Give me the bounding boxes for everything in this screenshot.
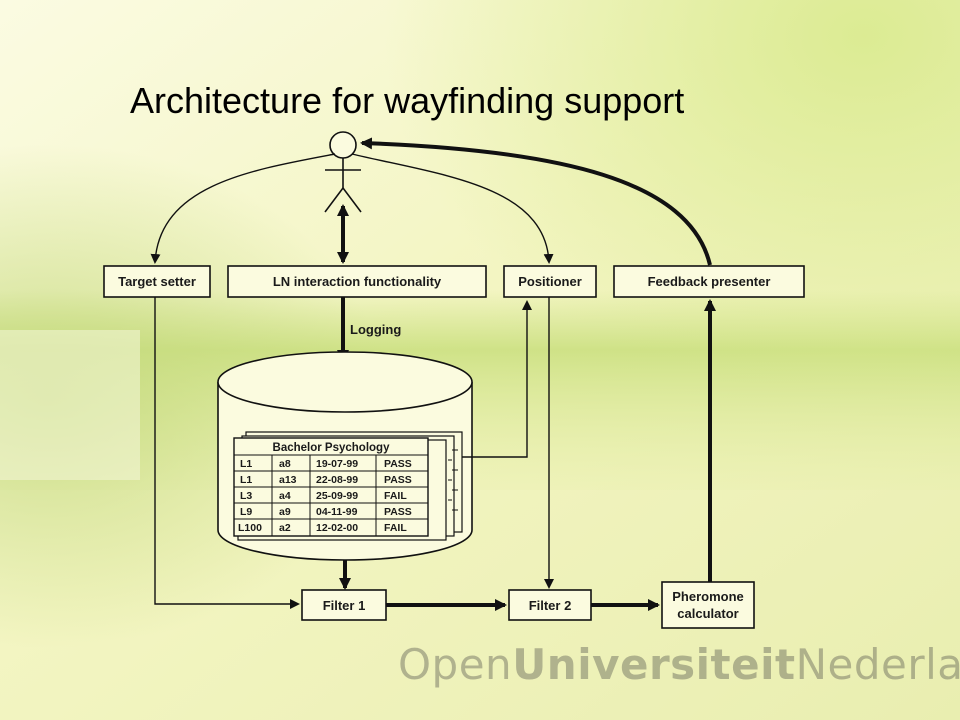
svg-text:Filter 1: Filter 1 xyxy=(323,598,366,613)
svg-text:Positioner: Positioner xyxy=(518,274,582,289)
svg-text:FAIL: FAIL xyxy=(384,522,407,534)
table-row: L1 a8 19-07-99 PASS xyxy=(240,458,412,470)
filter1-box: Filter 1 xyxy=(301,589,387,621)
svg-text:PASS: PASS xyxy=(384,458,412,470)
slide-title: Architecture for wayfinding support xyxy=(130,80,685,121)
table-row: L9 a9 04-11-99 PASS xyxy=(240,506,412,518)
arrow-user-to-target-setter xyxy=(150,153,336,264)
svg-text:25-09-99: 25-09-99 xyxy=(316,490,358,502)
sheet-edge-marks xyxy=(448,449,458,511)
svg-text:Feedback presenter: Feedback presenter xyxy=(648,274,771,289)
open-universiteit-logo: OpenUniversiteitNederland xyxy=(398,640,960,689)
user-actor-icon xyxy=(324,131,362,213)
svg-text:a8: a8 xyxy=(279,458,291,470)
svg-text:PASS: PASS xyxy=(384,474,412,486)
svg-text:L9: L9 xyxy=(240,506,252,518)
svg-text:L100: L100 xyxy=(238,522,262,534)
svg-text:FAIL: FAIL xyxy=(384,490,407,502)
target-setter-box: Target setter xyxy=(103,265,211,298)
svg-text:L3: L3 xyxy=(240,490,252,502)
svg-text:L1: L1 xyxy=(240,458,252,470)
table-title: Bachelor Psychology xyxy=(273,442,391,454)
svg-text:Pheromone: Pheromone xyxy=(672,589,744,604)
svg-text:12-02-00: 12-02-00 xyxy=(316,522,358,534)
svg-text:L1: L1 xyxy=(240,474,252,486)
pheromone-calculator-box: Pheromone calculator xyxy=(661,581,755,629)
arrow-feedback-to-user xyxy=(360,137,712,266)
svg-text:19-07-99: 19-07-99 xyxy=(316,458,358,470)
svg-text:22-08-99: 22-08-99 xyxy=(316,474,358,486)
feedback-presenter-box: Feedback presenter xyxy=(613,265,805,298)
bachelor-psychology-table: Bachelor Psychology L1 a8 19-07-99 PASS … xyxy=(233,437,429,537)
svg-text:04-11-99: 04-11-99 xyxy=(316,506,358,518)
positioner-box: Positioner xyxy=(503,265,597,298)
svg-text:a9: a9 xyxy=(279,506,291,518)
ln-interaction-box: LN interaction functionality xyxy=(227,265,487,298)
logging-label: Logging xyxy=(350,322,401,337)
arrow-database-to-positioner xyxy=(462,300,532,458)
filter2-box: Filter 2 xyxy=(508,589,592,621)
svg-text:Target setter: Target setter xyxy=(118,274,196,289)
arrow-target-setter-to-filter1 xyxy=(154,297,300,609)
svg-text:a2: a2 xyxy=(279,522,291,534)
table-row: L100 a2 12-02-00 FAIL xyxy=(238,522,407,534)
svg-text:a13: a13 xyxy=(279,474,297,486)
arrow-user-to-positioner xyxy=(351,153,554,264)
svg-text:PASS: PASS xyxy=(384,506,412,518)
svg-text:Filter 2: Filter 2 xyxy=(529,598,572,613)
table-row: L3 a4 25-09-99 FAIL xyxy=(240,490,407,502)
svg-text:a4: a4 xyxy=(279,490,291,502)
svg-text:LN interaction functionality: LN interaction functionality xyxy=(273,274,442,289)
table-row: L1 a13 22-08-99 PASS xyxy=(240,474,412,486)
svg-text:calculator: calculator xyxy=(677,606,738,621)
